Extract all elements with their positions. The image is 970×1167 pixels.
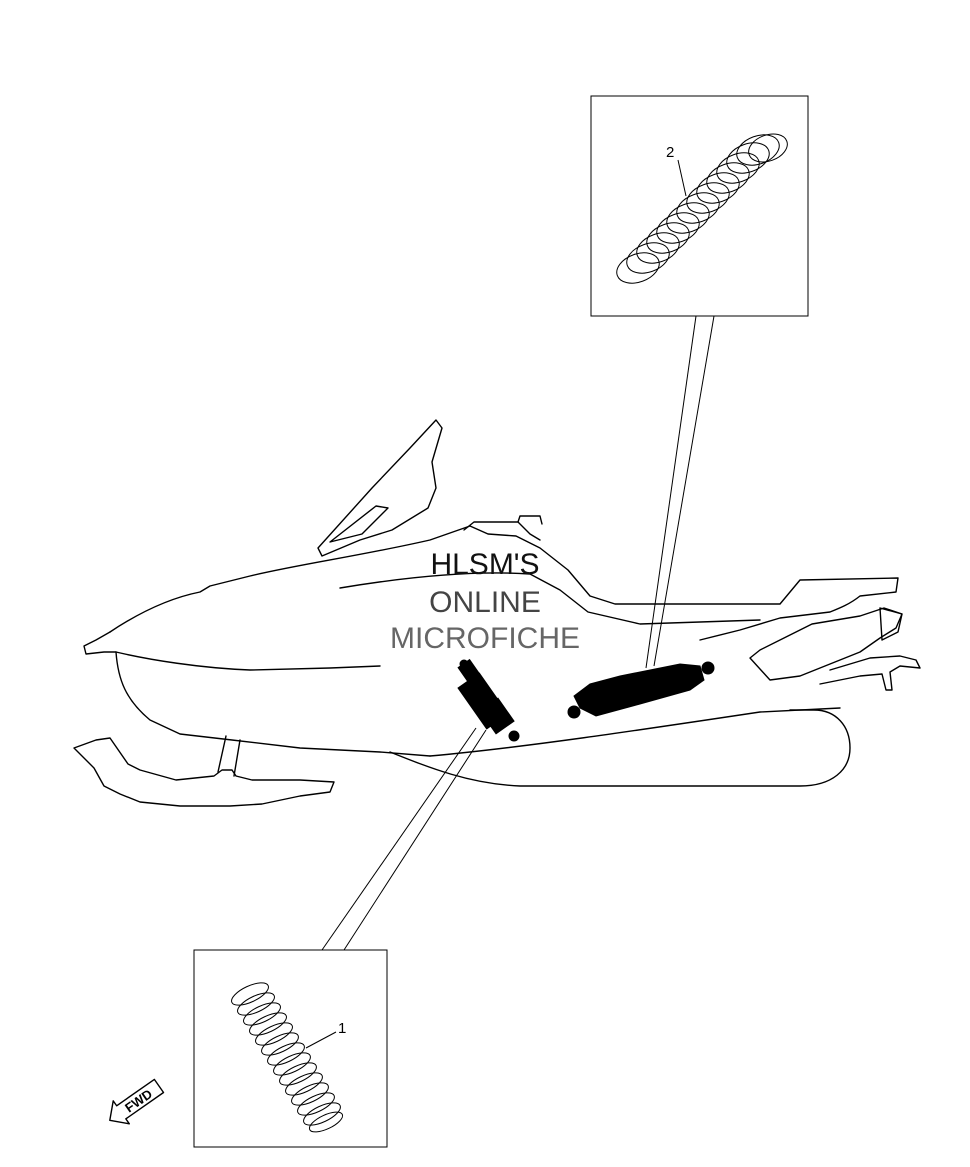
watermark-line-3: MICROFICHE (390, 622, 580, 655)
rear-shock-absorber-icon (567, 661, 715, 719)
inset-box-rear-spring: 2 (590, 95, 809, 669)
watermark-line-1: HLSM'S (430, 548, 540, 581)
front-shock-absorber-icon (457, 658, 520, 742)
callout-label-1: 1 (338, 1020, 346, 1037)
fwd-arrow-icon: FWD (109, 1078, 165, 1125)
inset-box-front-spring: 1 (193, 727, 487, 1148)
snowmobile-outline (73, 419, 921, 807)
spring-icon (616, 133, 788, 284)
spring-icon (231, 982, 344, 1133)
watermark-line-2: ONLINE (429, 586, 541, 619)
callout-label-2: 2 (666, 144, 674, 161)
